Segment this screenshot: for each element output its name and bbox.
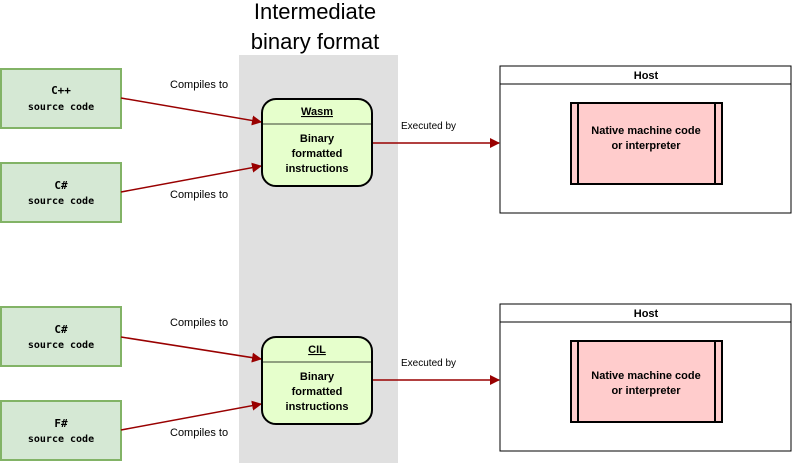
compile-edge-label: Compiles to bbox=[170, 317, 228, 329]
format-body-line: formatted bbox=[292, 148, 343, 160]
compile-edge-label: Compiles to bbox=[170, 427, 228, 439]
compile-edge-label: Compiles to bbox=[170, 189, 228, 201]
source-node-csharp[interactable]: C# source code bbox=[0, 306, 122, 367]
source-lang: C# bbox=[54, 179, 68, 192]
compile-edge bbox=[120, 400, 262, 431]
host-container[interactable]: Host Native machine code or interpreter bbox=[499, 65, 792, 214]
compile-edge bbox=[120, 97, 262, 126]
format-body-line: instructions bbox=[286, 163, 349, 175]
source-caption: source code bbox=[28, 434, 94, 445]
format-node-cil[interactable]: CIL Binary formatted instructions bbox=[261, 336, 373, 425]
source-caption: source code bbox=[28, 102, 94, 113]
band-title-line2: binary format bbox=[251, 29, 379, 54]
runtime-line: or interpreter bbox=[611, 385, 681, 397]
source-node-csharp[interactable]: C# source code bbox=[0, 162, 122, 223]
format-body-line: formatted bbox=[292, 386, 343, 398]
source-caption: source code bbox=[28, 340, 94, 351]
host-title: Host bbox=[634, 308, 659, 320]
band-title-line1: Intermediate bbox=[254, 0, 376, 24]
group-wasm: C++ source code C# source code Compiles … bbox=[0, 65, 792, 223]
source-caption: source code bbox=[28, 196, 94, 207]
format-body-line: Binary bbox=[300, 371, 335, 383]
format-name: Wasm bbox=[301, 106, 333, 118]
compile-edge-label: Compiles to bbox=[170, 79, 228, 91]
runtime-process[interactable]: Native machine code or interpreter bbox=[570, 340, 723, 423]
compile-edge bbox=[120, 162, 262, 193]
source-lang: F# bbox=[54, 417, 68, 430]
source-lang: C# bbox=[54, 323, 68, 336]
source-lang: C++ bbox=[51, 84, 71, 97]
host-title: Host bbox=[634, 70, 659, 82]
runtime-line: or interpreter bbox=[611, 140, 681, 152]
exec-edge-label: Executed by bbox=[401, 121, 456, 132]
runtime-line: Native machine code bbox=[591, 370, 700, 382]
source-node-cpp[interactable]: C++ source code bbox=[0, 68, 122, 129]
compile-edge bbox=[120, 336, 262, 363]
group-cil: C# source code F# source code Compiles t… bbox=[0, 303, 792, 461]
host-container[interactable]: Host Native machine code or interpreter bbox=[499, 303, 792, 452]
runtime-line: Native machine code bbox=[591, 125, 700, 137]
format-body-line: Binary bbox=[300, 133, 335, 145]
format-name: CIL bbox=[308, 344, 326, 356]
source-node-fsharp[interactable]: F# source code bbox=[0, 400, 122, 461]
format-body-line: instructions bbox=[286, 401, 349, 413]
format-node-wasm[interactable]: Wasm Binary formatted instructions bbox=[261, 98, 373, 187]
exec-edge-label: Executed by bbox=[401, 358, 456, 369]
runtime-process[interactable]: Native machine code or interpreter bbox=[570, 102, 723, 185]
